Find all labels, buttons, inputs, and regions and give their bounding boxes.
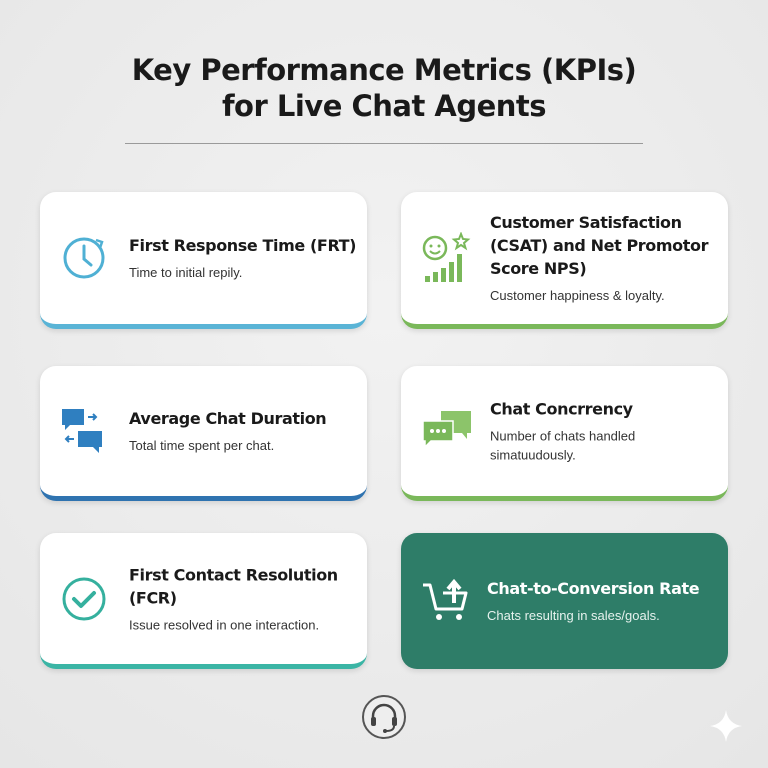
card-desc: Time to initial repily. <box>129 265 243 280</box>
card-csat: Customer Satisfaction (CSAT) and Net Pro… <box>401 192 728 329</box>
cart-icon <box>423 578 468 620</box>
card-frt: First Response Time (FRT) Time to initial… <box>40 192 367 329</box>
card-desc: Customer happiness & loyalty. <box>490 288 665 303</box>
chat-exchange-icon <box>62 409 102 453</box>
check-circle-icon <box>62 577 106 620</box>
card-title: Chat Concrrency <box>490 399 633 419</box>
page-title: Key Performance Metrics (KPIs) for Live … <box>131 53 637 123</box>
sparkle-icon <box>710 710 742 742</box>
clock-icon <box>63 237 105 279</box>
smiley-chart-icon <box>422 232 471 282</box>
card-desc: Total time spent per chat. <box>129 438 275 453</box>
headset-icon <box>362 695 406 739</box>
card-title: Average Chat Duration <box>129 409 327 428</box>
card-desc: Issue resolved in one interaction. <box>129 617 320 632</box>
chat-bubbles-icon <box>422 411 471 449</box>
card-title: Customer Satisfaction (CSAT) and Net Pro… <box>490 213 709 278</box>
card-fcr: First Contact Resolution (FCR) Issue reso… <box>40 533 367 669</box>
card-title: First Contact Resolution (FCR) <box>129 565 338 607</box>
card-desc: Number of chats handled simatuudously. <box>490 428 636 463</box>
card-title: First Response Time (FRT) <box>129 236 357 255</box>
card-title: Chat-to-Conversion Rate <box>487 579 700 598</box>
card-desc: Chats resulting in sales/goals. <box>487 608 660 623</box>
divider <box>125 143 643 144</box>
